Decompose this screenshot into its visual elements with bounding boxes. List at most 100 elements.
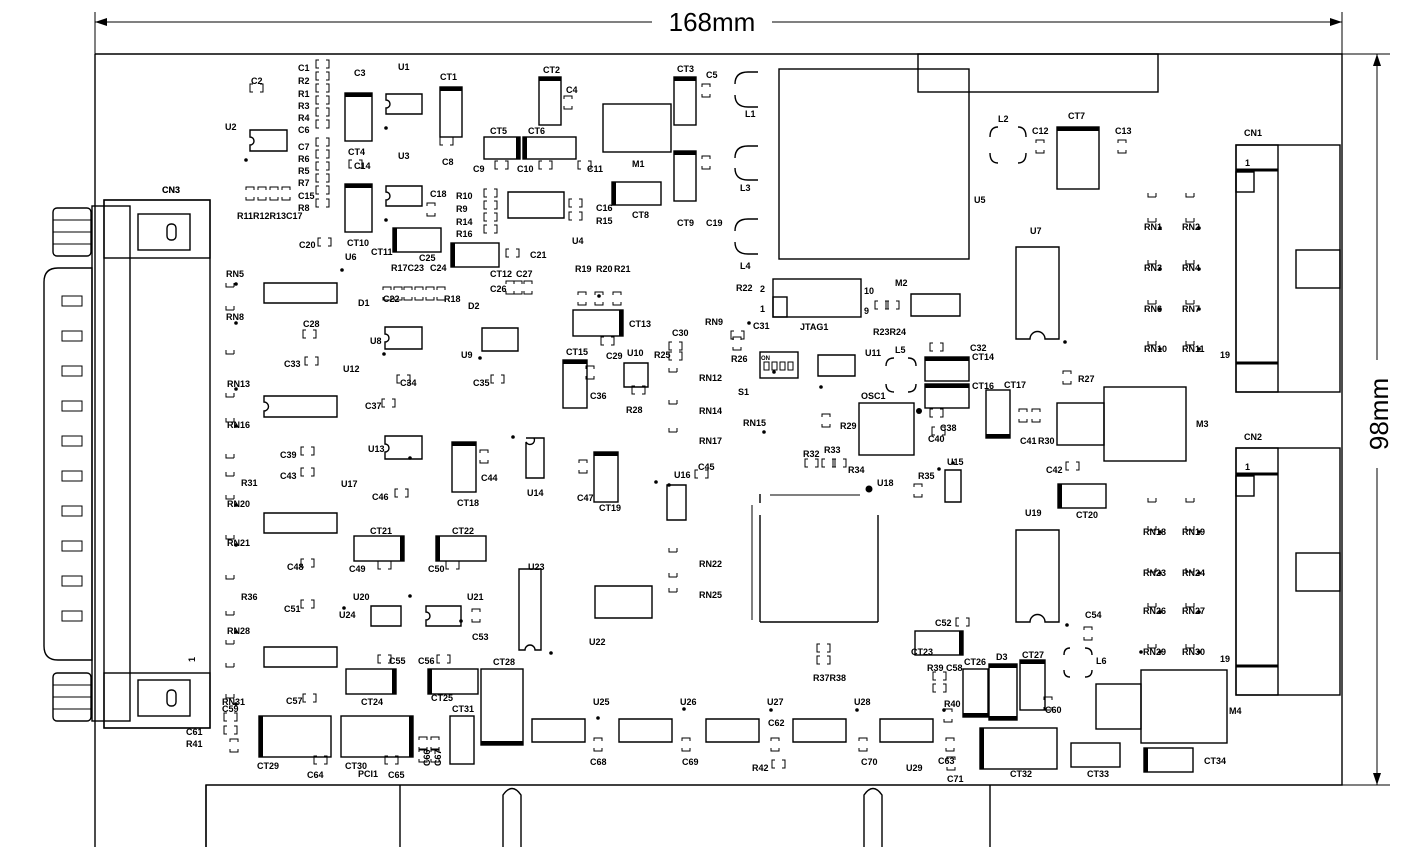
refdes-c32: C32 <box>970 343 987 353</box>
refdes-c66: C66 <box>422 749 432 766</box>
refdes-r36: R36 <box>241 592 258 602</box>
refdes-ct25: CT25 <box>431 693 453 703</box>
refdes-rn11: RN11 <box>1182 344 1205 354</box>
refdes-ct34: CT34 <box>1204 756 1226 766</box>
refdes-ct27: CT27 <box>1022 650 1044 660</box>
refdes-l6: L6 <box>1096 656 1107 666</box>
svg-text:9: 9 <box>864 306 869 316</box>
cn2-label: CN2 <box>1244 432 1262 442</box>
vias <box>225 126 1201 720</box>
refdes-ct15: CT15 <box>566 347 588 357</box>
cn2-pin1: 1 <box>1245 462 1250 472</box>
refdes-r32: R32 <box>803 449 820 459</box>
refdes-ct24: CT24 <box>361 697 383 707</box>
cn2-pin19: 19 <box>1220 654 1230 664</box>
cn3-pin1: 1 <box>187 657 197 662</box>
refdes-c20: C20 <box>299 240 316 250</box>
refdes-u27: U27 <box>767 697 784 707</box>
refdes-u25: U25 <box>593 697 610 707</box>
refdes-ct10: CT10 <box>347 238 369 248</box>
refdes-c61: C61 <box>186 727 203 737</box>
refdes-c26: C26 <box>490 284 507 294</box>
refdes-ct1: CT1 <box>440 72 457 82</box>
refdes-c39: C39 <box>280 450 297 460</box>
refdes-ct13: CT13 <box>629 319 651 329</box>
refdes-r14: R14 <box>456 217 473 227</box>
refdes-c29: C29 <box>606 351 623 361</box>
refdes-c28: C28 <box>303 319 320 329</box>
refdes-m2: M2 <box>895 278 908 288</box>
refdes-r41: R41 <box>186 739 203 749</box>
refdes-c25: C25 <box>419 253 436 263</box>
refdes-c37: C37 <box>365 401 382 411</box>
refdes-r19: R19 <box>575 264 592 274</box>
refdes-r15: R15 <box>596 216 613 226</box>
refdes-c41: C41 <box>1020 436 1037 446</box>
refdes-u1: U1 <box>398 62 410 72</box>
refdes-r27: R27 <box>1078 374 1095 384</box>
refdes-l5: L5 <box>895 345 906 355</box>
refdes-ct30: CT30 <box>345 761 367 771</box>
refdes-ct22: CT22 <box>452 526 474 536</box>
refdes-m4: M4 <box>1229 706 1242 716</box>
jtag1-header: JTAG1 10 9 2 1 <box>760 278 874 332</box>
refdes-rn29: RN29 <box>1143 647 1166 657</box>
m1-module <box>602 103 672 153</box>
dip-packages <box>507 191 1060 651</box>
refdes-u13: U13 <box>368 444 385 454</box>
refdes-r30: R30 <box>1038 436 1055 446</box>
cn3-label: CN3 <box>162 185 180 195</box>
refdes-ct26: CT26 <box>964 657 986 667</box>
refdes-rn30: RN30 <box>1182 647 1205 657</box>
refdes-rn26: RN26 <box>1143 606 1166 616</box>
refdes-u14: U14 <box>527 488 544 498</box>
refdes-u24: U24 <box>339 610 356 620</box>
refdes-ct3: CT3 <box>677 64 694 74</box>
refdes-c9: C9 <box>473 164 485 174</box>
refdes-u9: U9 <box>461 350 473 360</box>
refdes-u15: U15 <box>947 457 964 467</box>
refdes-ct29: CT29 <box>257 761 279 771</box>
refdes-ct28: CT28 <box>493 657 515 667</box>
refdes-c2: C2 <box>251 76 263 86</box>
refdes-r29: R29 <box>840 421 857 431</box>
refdes-d1: D1 <box>358 298 370 308</box>
refdes-r40: R40 <box>944 699 961 709</box>
pci-edge <box>205 785 401 847</box>
width-label: 168mm <box>669 7 756 37</box>
refdes-c30: C30 <box>672 328 689 338</box>
osc1-oscillator <box>858 402 915 456</box>
refdes-rn23: RN23 <box>1143 568 1166 578</box>
refdes-c27: C27 <box>516 269 533 279</box>
refdes-ct32: CT32 <box>1010 769 1032 779</box>
svg-text:JTAG1: JTAG1 <box>800 322 828 332</box>
cn3-pins <box>61 295 83 622</box>
refdes-u6: U6 <box>345 252 357 262</box>
svg-text:ON: ON <box>761 356 770 362</box>
refdes-ct5: CT5 <box>490 126 507 136</box>
refdes-l4: L4 <box>740 261 751 271</box>
refdes-ct8: CT8 <box>632 210 649 220</box>
osc1-label: OSC1 <box>861 391 886 401</box>
refdes-ct4: CT4 <box>348 147 365 157</box>
refdes-ct21: CT21 <box>370 526 392 536</box>
refdes-c68: C68 <box>590 757 607 767</box>
refdes-r26: R26 <box>731 354 748 364</box>
refdes-c4: C4 <box>566 85 578 95</box>
refdes-c8: C8 <box>442 157 454 167</box>
refdes-r7: R7 <box>298 178 310 188</box>
pci1-label: PCI1 <box>358 769 378 779</box>
refdes-c19: C19 <box>706 218 723 228</box>
refdes-c44: C44 <box>481 473 498 483</box>
refdes-rn27: RN27 <box>1182 606 1205 616</box>
cn2-connector: CN2 1 19 <box>1220 432 1341 696</box>
refdes-c59: C59 <box>222 704 239 714</box>
refdes-labels: C1R2R1R3R4C6C7R6R5R7C15R8C2C3U1CT1CT2C4C… <box>162 62 1242 784</box>
refdes-r31: R31 <box>241 478 258 488</box>
refdes-c36: C36 <box>590 391 607 401</box>
refdes-rn14: RN14 <box>699 406 722 416</box>
refdes-c10: C10 <box>517 164 534 174</box>
refdes-c53: C53 <box>472 632 489 642</box>
refdes-r16: R16 <box>456 229 473 239</box>
